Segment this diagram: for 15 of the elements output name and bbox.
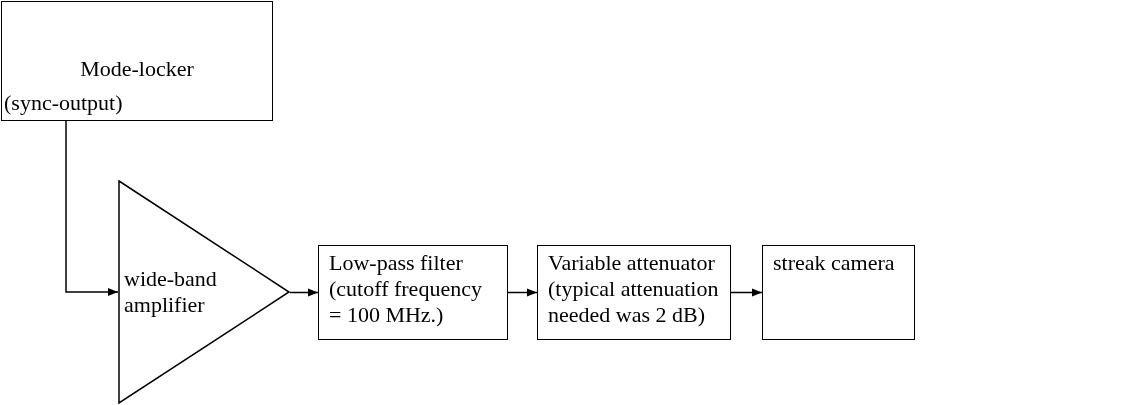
amplifier-label: wide-band amplifier (124, 266, 218, 318)
arrow (507, 288, 538, 297)
box-label: Variable attenuator (typical attenuation needed was 2 dB) (548, 250, 720, 328)
arrow (289, 288, 319, 297)
box-label: streak camera (773, 250, 896, 276)
box-label: Low-pass filter (cutoff frequency = 100 MHz.) (329, 250, 483, 328)
process-box (537, 245, 731, 340)
amplifier-triangle (118, 180, 290, 404)
process-box (762, 245, 915, 340)
arrow (65, 120, 119, 296)
arrow (730, 288, 763, 297)
port-label: (sync-output) (4, 90, 123, 116)
process-box (1, 1, 273, 121)
box-title: Mode-locker (79, 56, 195, 82)
process-box (318, 245, 508, 340)
